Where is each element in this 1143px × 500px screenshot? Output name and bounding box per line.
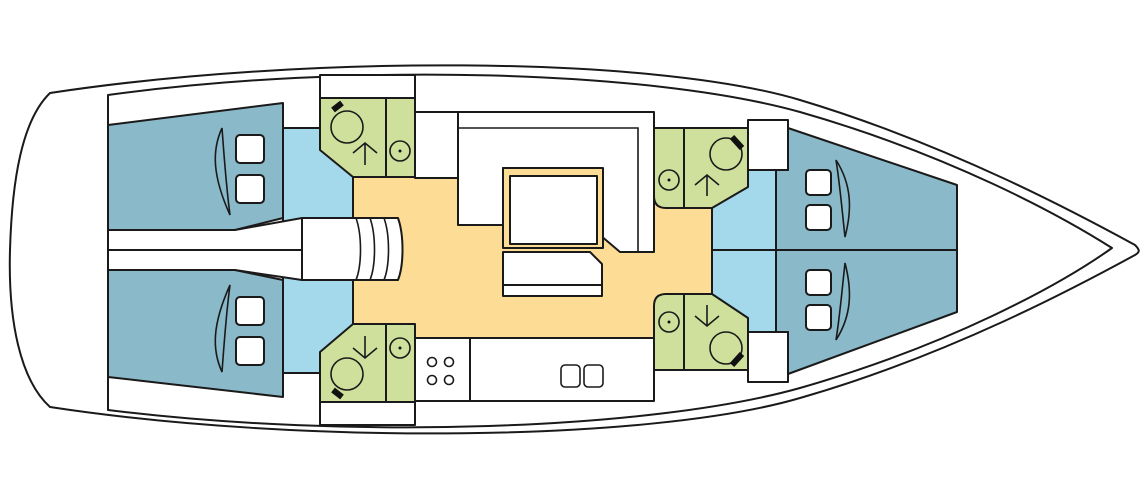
pillow-icon (235, 134, 265, 164)
cabin-aft-port (107, 102, 284, 231)
double-bed-icon (214, 127, 851, 373)
sink-icon (560, 364, 604, 388)
washbasin-icon (389, 140, 411, 162)
toilet-icon (709, 331, 743, 365)
companionway-steps-icon (301, 217, 404, 281)
toilet-icon (330, 357, 364, 391)
galley-counter (414, 337, 655, 402)
pillow-icon (805, 304, 832, 331)
head-fwd-starboard (653, 293, 749, 371)
pillow-icon (235, 296, 265, 326)
bench-seat (502, 251, 603, 297)
stove-burner-icon (426, 356, 455, 386)
washbasin-icon (389, 337, 411, 359)
toilet-icon (709, 137, 743, 171)
saloon-table-icon (502, 167, 604, 249)
pillow-icon (805, 269, 832, 296)
pillow-icon (805, 169, 832, 196)
pillow-icon (805, 204, 832, 231)
head-aft-port (319, 97, 416, 178)
pillow-icon (235, 174, 265, 204)
washbasin-icon (658, 169, 680, 191)
washbasin-icon (658, 311, 680, 333)
cabin-aft-starboard (107, 269, 284, 398)
toilet-icon (330, 110, 364, 144)
pillow-icon (235, 336, 265, 366)
chart-table (414, 111, 459, 179)
head-aft-starboard (319, 323, 416, 403)
head-fwd-port (653, 127, 749, 209)
